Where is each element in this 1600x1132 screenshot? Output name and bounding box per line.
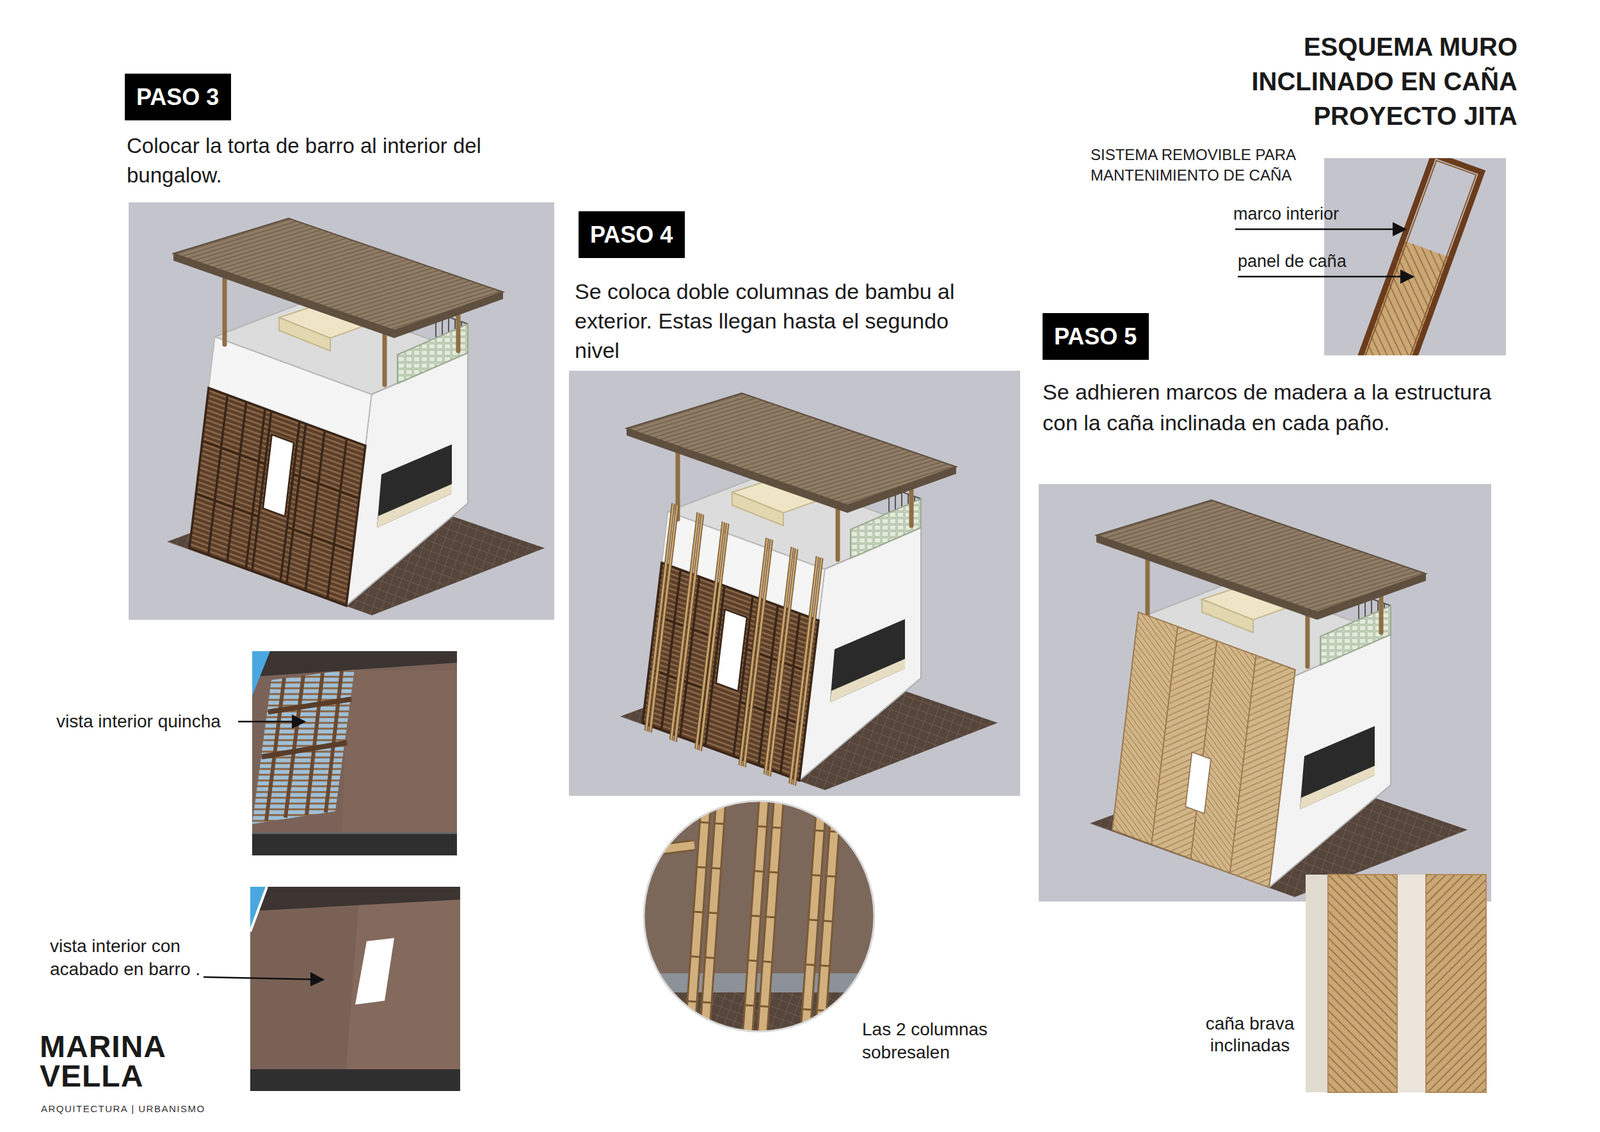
annotation: vista interior con acabado en barro .: [49, 934, 210, 981]
step3-render: [128, 202, 555, 620]
leader-arrow: [1235, 228, 1406, 231]
annotation: SISTEMA REMOVIBLE PARA MANTENIMIENTO DE …: [1090, 144, 1323, 186]
leader-arrow: [238, 720, 305, 723]
annotation: Se adhieren marcos de madera a la estruc…: [1042, 376, 1510, 438]
leader-arrow: [203, 976, 324, 980]
annotation: Colocar la torta de barro al interior de…: [126, 131, 562, 191]
annotation: caña brava inclinadas: [1195, 1012, 1305, 1056]
step4-render: [568, 370, 1021, 796]
step-label: PASO 5: [1054, 322, 1137, 351]
leader-arrow: [1237, 275, 1414, 278]
annotation: Se coloca doble columnas de bambu al ext…: [574, 276, 998, 365]
annotation: marco interior: [1233, 203, 1362, 224]
interior-mud-view: [250, 886, 461, 1091]
sheet-title: ESQUEMA MURO INCLINADO EN CAÑA PROYECTO …: [1197, 29, 1518, 134]
annotation: Las 2 columnas sobresalen: [862, 1017, 1016, 1064]
step-badge: PASO 4: [578, 211, 685, 258]
step-label: PASO 4: [590, 220, 673, 249]
column-detail-circle: [640, 783, 884, 1049]
leader-lines: [203, 229, 1414, 980]
interior-quincha-view: [252, 650, 457, 856]
step-badge: PASO 5: [1042, 312, 1149, 360]
step-label: PASO 3: [136, 83, 219, 111]
cane-detail-render: [1305, 874, 1487, 1092]
removable-panel-render: [1324, 154, 1506, 384]
annotation: ARQUITECTURA | URBANISMO: [40, 1102, 297, 1115]
step-badge: PASO 3: [124, 73, 232, 121]
step5-render: [1038, 483, 1492, 902]
annotation: panel de caña: [1237, 250, 1366, 272]
annotation: vista interior quincha: [56, 710, 249, 733]
annotation: MARINA VELLA: [39, 1031, 194, 1091]
